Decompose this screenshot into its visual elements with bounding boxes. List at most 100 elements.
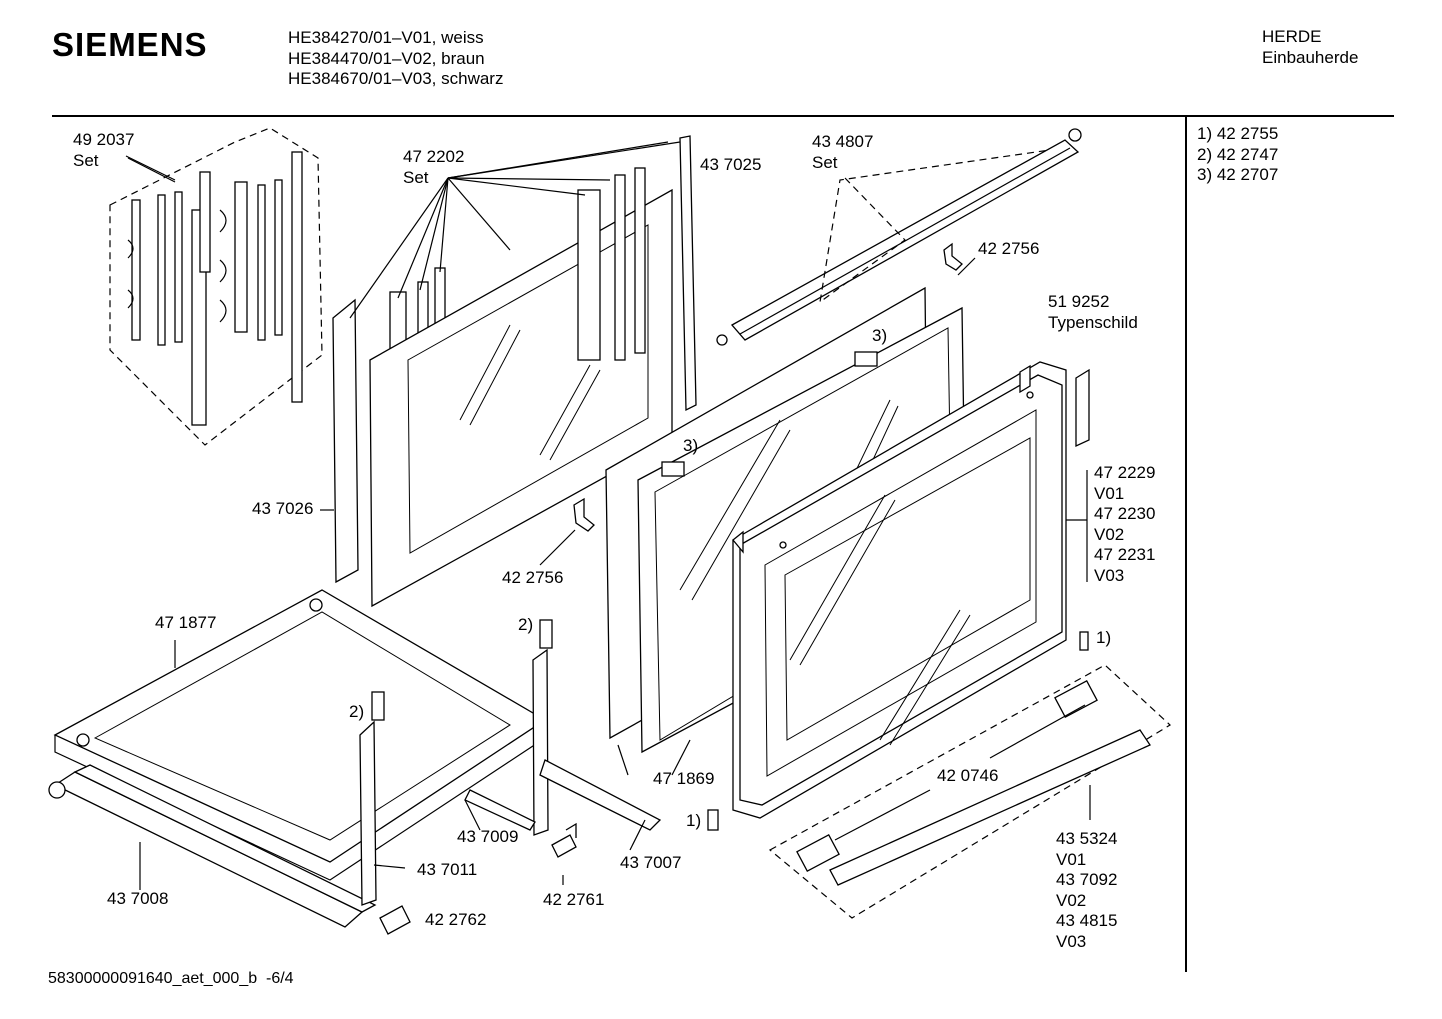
part-note: Set <box>73 150 99 170</box>
variant-code: V03 <box>1056 931 1087 951</box>
part-number: 42 2756 <box>978 239 1040 258</box>
part-number: 43 7025 <box>700 155 762 174</box>
label-471877: 47 1877 <box>155 613 216 634</box>
label-footnote-3-lower: 3) <box>683 436 698 457</box>
hinge-plate <box>539 619 553 649</box>
label-434807: 43 4807 Set <box>812 132 873 173</box>
label-472202: 47 2202 Set <box>403 147 464 188</box>
category-block: HERDE Einbauherde <box>1262 26 1358 68</box>
label-footnote-2-right: 2) <box>518 615 533 636</box>
trim-set-enclosure <box>819 149 1051 304</box>
part-number: 47 1869 <box>653 769 715 788</box>
variant-code: V02 <box>1056 890 1087 910</box>
part-number: 43 5324 <box>1056 829 1118 848</box>
right-side-rail <box>577 135 697 412</box>
bracket-422761 <box>551 822 577 858</box>
small-clip <box>707 809 719 831</box>
label-435324-variants: 43 5324 V01 43 7092 V02 43 4815 V03 <box>1056 829 1117 952</box>
label-492037: 49 2037 Set <box>73 130 134 171</box>
legend-item: 2) 42 2747 <box>1197 144 1279 164</box>
label-footnote-1-door: 1) <box>1096 628 1111 649</box>
part-number: 43 7007 <box>620 853 682 872</box>
brand-logo: SIEMENS <box>52 26 208 63</box>
vertical-support <box>359 720 377 906</box>
part-number: 42 2756 <box>502 568 564 587</box>
label-420746: 42 0746 <box>937 766 998 787</box>
vertical-support <box>532 648 549 836</box>
variant-code: V01 <box>1094 483 1125 503</box>
part-note: Set <box>812 152 838 172</box>
label-437011: 43 7011 <box>417 860 477 881</box>
glass-clip <box>661 461 685 477</box>
footnote-marker: 2) <box>518 615 534 634</box>
label-437025: 43 7025 <box>700 155 761 176</box>
glass-clip <box>854 351 878 367</box>
rack-hooks <box>127 209 227 323</box>
part-number: 43 7011 <box>417 860 478 879</box>
label-437009: 43 7009 <box>457 827 518 848</box>
variant-code: V02 <box>1094 524 1125 544</box>
label-472229-variants: 47 2229 V01 47 2230 V02 47 2231 V03 <box>1094 463 1155 586</box>
label-422762: 42 2762 <box>425 910 486 931</box>
document-code: 58300000091640_aet_000_b <box>48 970 258 987</box>
part-number: 51 9252 <box>1048 292 1110 311</box>
variant-code: V03 <box>1094 565 1125 585</box>
part-number: 47 1877 <box>155 613 217 632</box>
rack-rails <box>131 151 303 426</box>
label-footnote-1-bottom: 1) <box>686 811 701 832</box>
category-title: HERDE <box>1262 27 1322 46</box>
part-number: 47 2231 <box>1094 545 1156 564</box>
rack-set-enclosure <box>109 127 323 446</box>
part-note: Set <box>403 167 429 187</box>
hinge-bracket <box>943 242 963 271</box>
label-footnote-2-left: 2) <box>349 702 364 723</box>
part-number: 47 2229 <box>1094 463 1156 482</box>
label-437026: 43 7026 <box>252 499 313 520</box>
part-number: 42 2762 <box>425 910 487 929</box>
rear-rail <box>539 759 662 831</box>
footnote-marker: 2) <box>349 702 365 721</box>
label-422761: 42 2761 <box>543 890 604 911</box>
label-519252: 51 9252 Typenschild <box>1048 292 1138 333</box>
part-number: 43 4807 <box>812 132 874 151</box>
set-leader-lines <box>349 141 681 319</box>
model-line: HE384270/01–V01, weiss <box>288 28 484 47</box>
model-list: HE384270/01–V01, weiss HE384470/01–V02, … <box>288 28 503 90</box>
label-437008: 43 7008 <box>107 889 168 910</box>
part-number: 42 2761 <box>543 890 605 909</box>
label-471869: 47 1869 <box>653 769 714 790</box>
footnote-marker: 3) <box>872 326 888 345</box>
model-line: HE384670/01–V03, schwarz <box>288 69 504 88</box>
footnote-marker: 3) <box>683 436 699 455</box>
hinge-plate <box>371 691 385 721</box>
label-422756-lower: 42 2756 <box>502 568 563 589</box>
part-number: 42 0746 <box>937 766 999 785</box>
door-corner-bracket <box>732 530 744 554</box>
door-handle <box>796 679 1151 886</box>
part-number: 49 2037 <box>73 130 135 149</box>
cross-bar <box>464 789 536 831</box>
footnote-marker: 1) <box>1096 628 1112 647</box>
part-number: 47 2230 <box>1094 504 1156 523</box>
label-437007: 43 7007 <box>620 853 681 874</box>
model-line: HE384470/01–V02, braun <box>288 48 485 68</box>
part-number: 43 7008 <box>107 889 169 908</box>
part-note: Typenschild <box>1048 312 1138 332</box>
footnote-marker: 1) <box>686 811 702 830</box>
legend-item: 1) 42 2755 <box>1197 124 1279 143</box>
rating-plate <box>1075 368 1090 448</box>
part-number: 43 7009 <box>457 827 519 846</box>
label-footnote-3-upper: 3) <box>872 326 887 347</box>
page-number: -6/4 <box>266 970 294 987</box>
part-number: 47 2202 <box>403 147 465 166</box>
bracket-422756b <box>573 497 595 532</box>
category-subtitle: Einbauherde <box>1262 48 1359 67</box>
part-number: 43 7092 <box>1056 870 1118 889</box>
legend-item: 3) 42 2707 <box>1197 165 1279 184</box>
variant-code: V01 <box>1056 849 1087 869</box>
label-422756-top: 42 2756 <box>978 239 1039 260</box>
handle-set-enclosure <box>768 664 1171 919</box>
part-number: 43 7026 <box>252 499 314 518</box>
footnote-legend: 1) 42 2755 2) 42 2747 3) 42 2707 <box>1197 124 1278 186</box>
